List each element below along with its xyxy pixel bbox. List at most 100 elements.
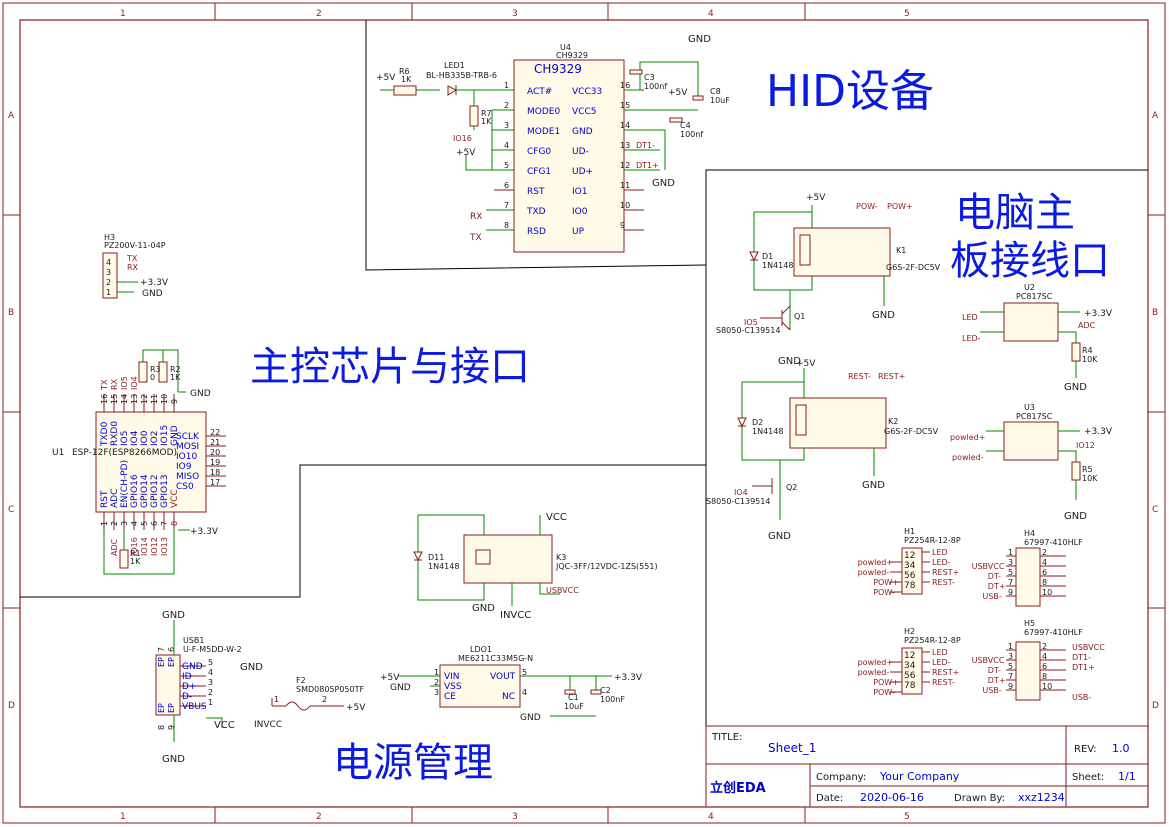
u4-pin-name: RSD: [527, 227, 546, 237]
u1-pin-name: CS0: [176, 482, 194, 492]
usb1-ref: USB1: [183, 636, 205, 645]
header-pin-number: 9: [1008, 588, 1013, 597]
header-pin-number: 2: [1042, 548, 1047, 557]
r6-ref: R6: [399, 67, 410, 76]
usb1-pin-name: ID: [182, 672, 192, 682]
header-pin-number: 6: [1042, 568, 1047, 577]
u4-name: CH9329: [534, 62, 582, 76]
k3-vcc: VCC: [546, 512, 567, 523]
row-label: B: [1152, 308, 1158, 318]
k1-ref: K1: [896, 246, 906, 255]
gnd-c4: GND: [652, 178, 675, 189]
header-net-label: USB-: [982, 686, 1001, 695]
header-pin-pair: 78: [904, 681, 916, 691]
header-net-label: USB-: [982, 592, 1001, 601]
col-label: 3: [512, 812, 518, 822]
u1-pin-number: 2: [110, 521, 119, 526]
usb1-connector: USB1 U-F-M5DD-W-2 5GND4ID3D+2D-1VBUSEP7E…: [155, 610, 263, 765]
c1-ref: C1: [568, 693, 579, 702]
k1-p5v: +5V: [806, 193, 826, 203]
u4-part: CH9329: [556, 51, 588, 60]
u1-pin-number: 19: [210, 458, 220, 467]
q1-part: S8050-C139514: [716, 326, 780, 335]
usb1-pin-number: 4: [208, 668, 213, 677]
u4-pin-number: 4: [504, 141, 509, 150]
header-pin-number: 5: [1008, 568, 1013, 577]
header-net-label: powled-: [858, 568, 890, 577]
u1-pin-name: IO2: [150, 431, 160, 446]
u1-pin-number: 14: [120, 394, 129, 404]
k1-gnd-a: GND: [778, 356, 801, 367]
r3-value: 0: [150, 373, 155, 382]
fuse-f2: F2 SMD0805P050TF 1 2 INVCC +5V: [254, 676, 366, 730]
company-value: Your Company: [879, 770, 960, 783]
d1-part: 1N4148: [762, 261, 793, 270]
r3-ref: R3: [150, 365, 161, 374]
u1-pin-name: IO4: [130, 430, 140, 446]
header-pin-number: 1: [1008, 548, 1013, 557]
header-pin-pair: 34: [904, 561, 916, 571]
u1-pin-name: SCLK: [176, 432, 200, 442]
r1-value: 1K: [130, 557, 141, 566]
ldo1-pin-number: 4: [522, 688, 527, 697]
usb1-pin-name: VBUS: [182, 702, 207, 712]
u1-pin-number: 10: [160, 394, 169, 404]
u2-in2: LED-: [962, 334, 981, 343]
row-label: A: [8, 111, 15, 121]
u3-in2: powled-: [952, 453, 984, 462]
usb1-pin-name: D+: [182, 682, 196, 692]
u3-in1: powled+: [950, 433, 985, 442]
header-pin-number: 10: [1042, 588, 1052, 597]
header-net-label: REST+: [932, 668, 959, 677]
u1-pin-name: TXD0: [100, 421, 110, 447]
ldo1-ref: LDO1: [470, 645, 492, 654]
h3-v33: +3.3V: [140, 278, 169, 288]
u4-pin-name: CFG1: [527, 167, 551, 177]
u1-pin-name: IO5: [120, 431, 130, 446]
u1-pin-name: IO15: [160, 425, 170, 446]
u1-net-label: IO14: [140, 537, 149, 556]
header-net-label: DT-: [988, 572, 1001, 581]
u1-pin-name: GND: [170, 425, 180, 446]
d1-ref: D1: [762, 252, 773, 261]
h3-pin: 3: [106, 268, 111, 277]
c8-value: 10uF: [710, 96, 730, 105]
header-pin-pair: 34: [904, 661, 916, 671]
u4-pin-name: ACT#: [527, 87, 552, 97]
led1-ref: LED1: [444, 61, 465, 70]
usb1-gnd-right: GND: [240, 662, 263, 673]
k2-ref: K2: [888, 417, 898, 426]
row-label: C: [1152, 505, 1158, 515]
usb1-ep-number: 6: [167, 647, 176, 652]
header-net-label: POW+: [873, 678, 899, 687]
u3-part: PC817SC: [1016, 412, 1053, 421]
col-label: 4: [708, 812, 714, 822]
ldo1-pin-name: VIN: [444, 672, 460, 682]
header-net-label: DT1+: [1072, 663, 1095, 672]
u1-pin-name: GPIO13: [160, 474, 170, 508]
u3-v33: +3.3V: [1084, 427, 1113, 437]
u1-part: ESP-12F(ESP8266MOD): [72, 448, 177, 458]
easyeda-logo: 立创EDA: [710, 780, 766, 796]
u4-pin-name: TXD: [526, 207, 546, 217]
c4-ref: C4: [680, 121, 691, 130]
usb1-ep-number: 7: [157, 647, 166, 652]
u1-pin-number: 1: [100, 521, 109, 526]
u4-pin-number: 13: [620, 141, 630, 150]
h1-ref: H1: [904, 527, 915, 536]
c3-ref: C3: [644, 73, 655, 82]
title-block: TITLE: Sheet_1 REV: 1.0 立创EDA Company: Y…: [705, 725, 1149, 808]
k2-gnd-a: GND: [768, 531, 791, 542]
d11-part: 1N4148: [428, 562, 459, 571]
r5-ref: R5: [1082, 465, 1093, 474]
f2-part: SMD0805P050TF: [296, 685, 364, 694]
header-net-label: powled-: [858, 668, 890, 677]
u1-pin-number: 22: [210, 428, 220, 437]
hid-passives: +5V R6 1K LED1 BL-HB335B-TRB-6 R7 1K IO1…: [376, 34, 730, 243]
u1-pin-number: 4: [130, 521, 139, 526]
u1-pin-number: 15: [110, 394, 119, 404]
u4-pin-number: 15: [620, 101, 630, 110]
u2-part: PC817SC: [1016, 292, 1053, 301]
